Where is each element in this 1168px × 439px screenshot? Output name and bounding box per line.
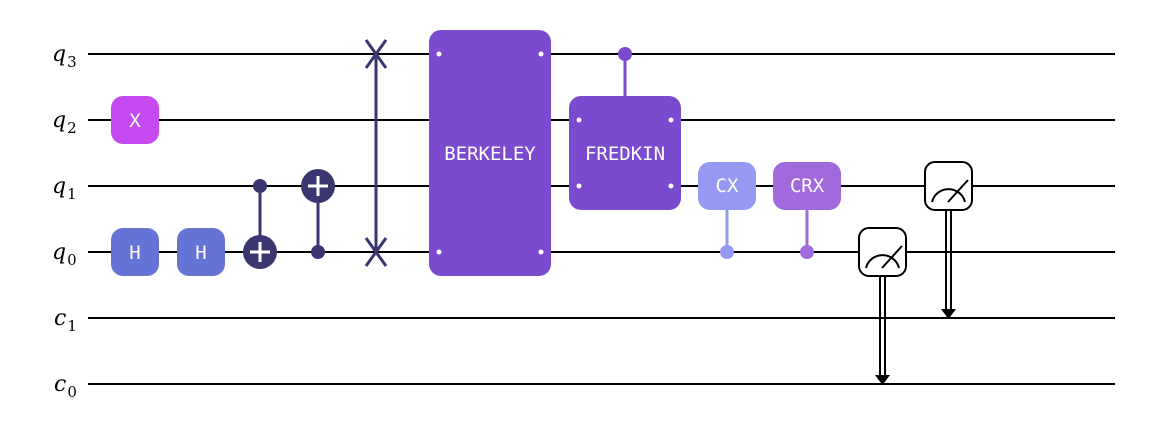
x-gate-box <box>111 96 159 144</box>
cnot-2-control-dot <box>311 245 325 259</box>
meter-arc-icon <box>865 254 900 269</box>
measure-q1-box <box>924 161 973 211</box>
cnot-gate-1 <box>243 179 277 269</box>
berkeley-gate-box <box>429 30 551 276</box>
crx-control-dot <box>800 245 814 259</box>
wire-labels: q3 q2 q1 q0 c1 c0 <box>52 42 77 401</box>
fredkin-port-dot <box>576 117 582 123</box>
fredkin-gate: FREDKIN <box>569 47 681 210</box>
measure-q1-arrow-icon <box>941 309 956 319</box>
wire-label-c1: c1 <box>54 306 77 335</box>
swap-gate <box>364 39 388 267</box>
measure-q0 <box>858 227 907 385</box>
h-gate-1: H <box>111 228 159 276</box>
cnot-gate-2 <box>301 169 335 259</box>
berkeley-port-dot <box>436 51 442 57</box>
berkeley-port-dot <box>538 51 544 57</box>
fredkin-port-dot <box>668 117 674 123</box>
x-gate-label: X <box>129 110 141 132</box>
fredkin-control-dot <box>618 47 632 61</box>
swap-cross-q0-b <box>364 237 388 267</box>
meter-arc-icon <box>931 188 966 203</box>
h-gate-1-box <box>111 228 159 276</box>
measure-q0-box <box>858 227 907 277</box>
crx-gate: CRX <box>773 162 841 259</box>
h-gate-2-label: H <box>195 242 206 264</box>
berkeley-port-dot <box>538 249 544 255</box>
cx-gate-label: CX <box>716 175 739 197</box>
h-gate-2: H <box>177 228 225 276</box>
cnot-1-control-dot <box>253 179 267 193</box>
cx-gate: CX <box>698 162 756 259</box>
fredkin-port-dot <box>668 183 674 189</box>
fredkin-gate-box <box>569 96 681 210</box>
wire-label-q1: q1 <box>52 174 77 203</box>
measure-q0-arrow-icon <box>875 375 890 385</box>
x-gate: X <box>111 96 159 144</box>
cx-gate-box <box>698 162 756 210</box>
berkeley-port-dot <box>436 249 442 255</box>
crx-gate-box <box>773 162 841 210</box>
wire-label-c0: c0 <box>54 372 77 401</box>
meter-needle-icon <box>947 179 969 203</box>
meter-needle-icon <box>881 245 903 269</box>
berkeley-gate-label: BERKELEY <box>444 143 536 165</box>
h-gate-2-box <box>177 228 225 276</box>
wire-label-q0: q0 <box>52 240 77 269</box>
wire-label-q3: q3 <box>52 42 77 71</box>
fredkin-port-dot <box>576 183 582 189</box>
fredkin-gate-label: FREDKIN <box>585 143 665 165</box>
berkeley-gate: BERKELEY <box>429 30 551 276</box>
measure-q1 <box>924 161 973 319</box>
cx-control-dot <box>720 245 734 259</box>
wire-label-q2: q2 <box>52 108 77 137</box>
swap-cross-q3-b <box>364 39 388 69</box>
crx-gate-label: CRX <box>790 175 825 197</box>
h-gate-1-label: H <box>129 242 140 264</box>
